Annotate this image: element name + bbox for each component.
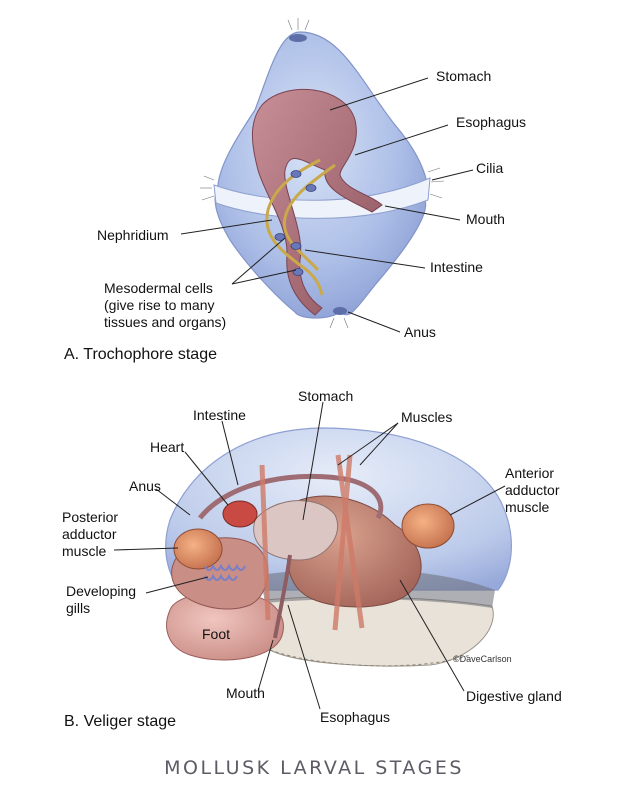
label-anterior-adductor-2: adductor xyxy=(505,482,560,498)
label-posterior-adductor-2: adductor xyxy=(62,526,117,542)
label-nephridium: Nephridium xyxy=(97,227,169,243)
label-digestive-gland: Digestive gland xyxy=(466,688,562,704)
muscle-bands xyxy=(259,454,365,631)
copyright-mark: ©DaveCarlson xyxy=(453,654,512,664)
label-anus-b: Anus xyxy=(129,478,161,494)
label-stomach-b: Stomach xyxy=(298,388,354,404)
title-trochophore: A. Trochophore stage xyxy=(64,346,217,363)
label-intestine-a: Intestine xyxy=(430,259,483,275)
trochophore-nephridia xyxy=(265,158,336,296)
posterior-adductor xyxy=(173,528,223,570)
veliger-esophagus xyxy=(273,554,292,639)
label-muscles: Muscles xyxy=(401,409,453,425)
label-developing-gills: Developing xyxy=(66,583,137,599)
label-esophagus-b: Esophagus xyxy=(320,709,391,725)
label-esophagus-a: Esophagus xyxy=(456,114,527,130)
leader-lines xyxy=(113,77,506,710)
label-cilia: Cilia xyxy=(476,160,504,176)
label-posterior-adductor-3: muscle xyxy=(62,543,107,559)
label-foot: Foot xyxy=(202,626,231,642)
mesodermal-cells xyxy=(274,170,317,276)
label-mesodermal-cells-note2: tissues and organs) xyxy=(104,314,227,330)
title-veliger: B. Veliger stage xyxy=(64,713,177,730)
label-mouth-b: Mouth xyxy=(226,685,265,701)
label-anterior-adductor: Anterior xyxy=(505,465,555,481)
label-posterior-adductor: Posterior xyxy=(62,509,119,525)
figure-caption: MOLLUSK LARVAL STAGES xyxy=(164,757,464,779)
label-anterior-adductor-3: muscle xyxy=(505,499,550,515)
label-heart: Heart xyxy=(150,439,185,455)
trochophore-gut xyxy=(251,88,383,316)
heart xyxy=(222,500,258,528)
veliger-intestine xyxy=(198,473,384,520)
label-intestine-b: Intestine xyxy=(193,407,246,423)
label-anus-a: Anus xyxy=(404,324,436,340)
anterior-adductor xyxy=(401,503,455,549)
developing-gills xyxy=(204,563,246,581)
trochophore-cilia xyxy=(200,18,445,329)
label-mesodermal-cells-note1: (give rise to many xyxy=(104,297,215,313)
label-mesodermal-cells: Mesodermal cells xyxy=(104,280,213,296)
label-stomach-a: Stomach xyxy=(436,68,492,84)
label-developing-gills-2: gills xyxy=(66,600,91,616)
label-mouth-a: Mouth xyxy=(466,211,505,227)
